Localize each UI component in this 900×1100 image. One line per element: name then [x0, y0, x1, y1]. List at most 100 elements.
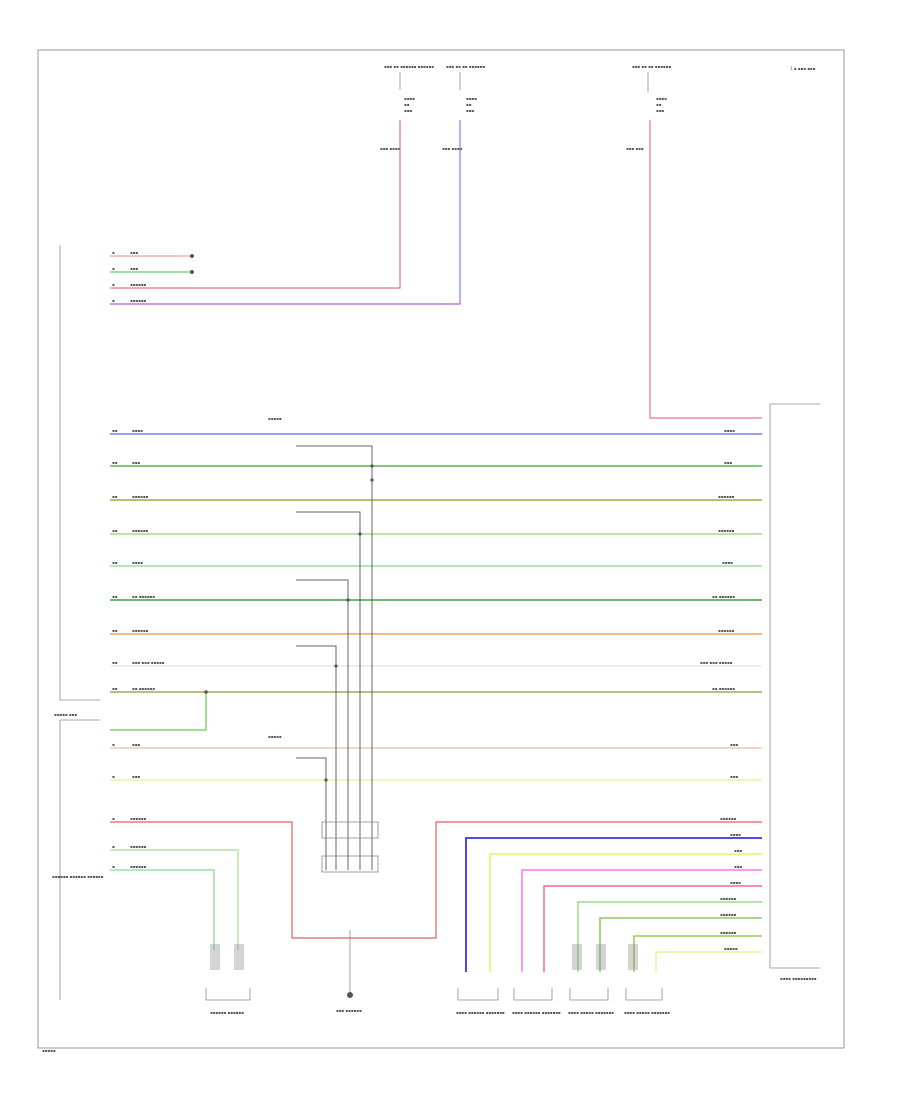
svg-text:▪▪▪▪: ▪▪▪▪ — [730, 832, 741, 837]
svg-text:▪▪▪: ▪▪▪ — [132, 742, 140, 747]
bottom-left-wires: ▪ ▪▪▪▪▪▪ ▪ ▪▪▪▪▪▪ ▪ ▪▪▪▪▪▪ — [110, 816, 762, 950]
svg-text:▪▪: ▪▪ — [112, 560, 118, 565]
main-wire-10: ▪ ▪▪▪ ▪▪▪ — [110, 742, 762, 749]
svg-text:▪▪▪: ▪▪▪ — [730, 742, 738, 747]
speaker-1-label: ▪▪▪▪▪▪ ▪▪▪▪▪▪ — [210, 1010, 244, 1015]
svg-text:▪▪▪▪▪▪: ▪▪▪▪▪▪ — [720, 912, 737, 917]
lower-left-unit-label: ▪▪▪▪▪▪ ▪▪▪▪▪▪ ▪▪▪▪▪▪ — [52, 874, 104, 879]
svg-text:▪▪ ▪▪▪▪▪▪: ▪▪ ▪▪▪▪▪▪ — [132, 686, 155, 691]
main-wire-3: ▪▪ ▪▪▪▪▪▪ ▪▪▪▪▪▪ — [110, 494, 762, 501]
power-source-1-wire: ▪▪▪ ▪▪▪▪ — [380, 146, 401, 151]
diagram-frame — [37, 49, 845, 1049]
left-input-4-name: ▪▪▪▪▪▪ — [130, 298, 147, 303]
power-source-2-term-1: ▪▪▪▪ — [466, 96, 477, 101]
splice-label-1: ▪▪▪▪▪ — [268, 416, 282, 421]
feed-wire-right-pink — [649, 120, 762, 419]
ground-point: ▪▪▪ ▪▪▪▪▪▪ — [336, 930, 362, 1013]
power-source-3-wire: ▪▪▪ ▪▪▪ — [626, 146, 644, 151]
main-wire-9: ▪▪ ▪▪ ▪▪▪▪▪▪ ▪▪ ▪▪▪▪▪▪ — [110, 686, 762, 693]
svg-text:▪▪▪▪▪▪: ▪▪▪▪▪▪ — [718, 528, 735, 533]
power-source-3-term-2: ▪▪ — [656, 102, 662, 107]
svg-text:▪▪▪▪▪▪: ▪▪▪▪▪▪ — [130, 864, 147, 869]
main-wire-group: ▪▪ ▪▪▪▪ ▪▪▪▪ ▪▪ ▪▪▪ ▪▪▪ ▪▪ ▪▪▪▪▪▪ ▪▪▪▪▪▪… — [110, 428, 762, 781]
svg-text:▪▪▪: ▪▪▪ — [734, 864, 742, 869]
svg-text:▪▪▪▪▪▪: ▪▪▪▪▪▪ — [130, 816, 147, 821]
power-source-1-term-2: ▪▪ — [404, 102, 410, 107]
left-input-4-pin: ▪ — [112, 298, 115, 303]
svg-text:▪: ▪ — [112, 774, 115, 779]
svg-text:▪▪▪: ▪▪▪ — [730, 774, 738, 779]
svg-text:▪▪▪▪▪: ▪▪▪▪▪ — [724, 946, 738, 951]
control-unit-label: ▪▪▪▪▪ ▪▪▪ — [54, 712, 77, 717]
svg-text:▪▪ ▪▪▪▪▪▪: ▪▪ ▪▪▪▪▪▪ — [712, 686, 735, 691]
splice-label-2: ▪▪▪▪▪ — [268, 734, 282, 739]
svg-text:▪: ▪ — [112, 864, 115, 869]
svg-text:▪▪▪▪: ▪▪▪▪ — [724, 428, 735, 433]
svg-text:▪▪: ▪▪ — [112, 528, 118, 533]
power-source-1: ▪▪▪ ▪▪ ▪▪▪▪▪▪ ▪▪▪▪▪▪ ▪▪▪▪ ▪▪ ▪▪▪ ▪▪▪ ▪▪▪… — [380, 64, 434, 151]
main-wire-6: ▪▪ ▪▪ ▪▪▪▪▪▪ ▪▪ ▪▪▪▪▪▪ — [110, 594, 762, 601]
svg-text:▪▪ ▪▪▪▪▪▪: ▪▪ ▪▪▪▪▪▪ — [132, 594, 155, 599]
left-inputs: ▪ ▪▪▪ ▪ ▪▪▪ ▪ ▪▪▪▪▪▪ ▪ ▪▪▪▪▪▪ — [110, 250, 194, 303]
shield-nodes — [324, 464, 374, 782]
audio-unit-frame — [769, 403, 820, 969]
left-input-1-pin: ▪ — [112, 250, 115, 255]
main-wire-1: ▪▪ ▪▪▪▪ ▪▪▪▪ — [110, 428, 762, 435]
speaker-4-label: ▪▪▪▪ ▪▪▪▪▪ ▪▪▪▪▪▪▪ — [568, 1010, 614, 1015]
main-wire-8: ▪▪ ▪▪▪ ▪▪▪ ▪▪▪▪▪ ▪▪▪ ▪▪▪ ▪▪▪▪▪ — [110, 660, 762, 667]
power-source-1-term-3: ▪▪▪ — [404, 108, 412, 113]
speaker-5: ▪▪▪▪ ▪▪▪▪▪ ▪▪▪▪▪▪▪ — [624, 944, 670, 1015]
power-source-3-term-3: ▪▪▪ — [656, 108, 664, 113]
svg-text:▪▪: ▪▪ — [112, 628, 118, 633]
svg-text:▪▪▪▪: ▪▪▪▪ — [722, 560, 733, 565]
power-source-2-head: ▪▪▪ ▪▪ ▪▪ ▪▪▪▪▪▪ — [446, 64, 485, 69]
main-wire-5: ▪▪ ▪▪▪▪ ▪▪▪▪ — [110, 560, 762, 567]
main-wire-4: ▪▪ ▪▪▪▪▪▪ ▪▪▪▪▪▪ — [110, 528, 762, 535]
svg-text:▪▪▪ ▪▪▪ ▪▪▪▪▪: ▪▪▪ ▪▪▪ ▪▪▪▪▪ — [700, 660, 733, 665]
left-input-3-pin: ▪ — [112, 282, 115, 287]
speaker-3-label: ▪▪▪▪ ▪▪▪▪▪▪ ▪▪▪▪▪▪▪ — [512, 1010, 561, 1015]
svg-text:▪▪▪▪▪▪: ▪▪▪▪▪▪ — [720, 816, 737, 821]
power-source-3: ▪▪▪ ▪▪ ▪▪ ▪▪▪▪▪▪ ▪▪▪▪ ▪▪ ▪▪▪ ▪▪▪ ▪▪▪ — [626, 64, 671, 151]
svg-text:▪▪▪▪▪▪: ▪▪▪▪▪▪ — [130, 844, 147, 849]
left-input-2-name: ▪▪▪ — [130, 266, 138, 271]
svg-text:▪▪▪▪▪▪: ▪▪▪▪▪▪ — [720, 896, 737, 901]
left-input-3-name: ▪▪▪▪▪▪ — [130, 282, 147, 287]
power-source-2: ▪▪▪ ▪▪ ▪▪ ▪▪▪▪▪▪ ▪▪▪▪ ▪▪ ▪▪▪ ▪▪▪ ▪▪▪▪ — [442, 64, 485, 151]
power-source-3-head: ▪▪▪ ▪▪ ▪▪ ▪▪▪▪▪▪ — [632, 64, 671, 69]
svg-text:▪▪▪▪▪▪: ▪▪▪▪▪▪ — [132, 494, 149, 499]
svg-text:▪▪▪: ▪▪▪ — [132, 774, 140, 779]
svg-text:▪▪: ▪▪ — [112, 460, 118, 465]
svg-text:▪▪▪: ▪▪▪ — [734, 848, 742, 853]
power-source-2-wire: ▪▪▪ ▪▪▪▪ — [442, 146, 463, 151]
right-wire-group: ▪▪▪▪▪▪ ▪▪▪▪ ▪▪▪ ▪▪▪ ▪▪▪▪ ▪▪▪▪▪▪ ▪▪▪▪▪▪ ▪… — [465, 816, 762, 972]
svg-text:▪▪: ▪▪ — [112, 428, 118, 433]
svg-text:▪▪▪▪▪▪: ▪▪▪▪▪▪ — [718, 628, 735, 633]
svg-text:▪▪▪▪: ▪▪▪▪ — [132, 428, 143, 433]
shield-connector — [321, 821, 379, 873]
footer-code: ▪▪▪▪▪ — [42, 1048, 56, 1053]
ground-label: ▪▪▪ ▪▪▪▪▪▪ — [336, 1008, 362, 1013]
power-source-1-term-1: ▪▪▪▪ — [404, 96, 415, 101]
svg-text:▪▪: ▪▪ — [112, 494, 118, 499]
left-input-2-pin: ▪ — [112, 266, 115, 271]
speaker-2: ▪▪▪▪ ▪▪▪▪▪▪ ▪▪▪▪▪▪▪ — [456, 988, 505, 1015]
feed-wire-purple — [110, 300, 461, 305]
speaker-5-label: ▪▪▪▪ ▪▪▪▪▪ ▪▪▪▪▪▪▪ — [624, 1010, 670, 1015]
svg-text:▪▪▪▪: ▪▪▪▪ — [730, 880, 741, 885]
speaker-left-front: ▪▪▪▪▪▪ ▪▪▪▪▪▪ — [205, 944, 251, 1015]
svg-text:▪▪▪▪: ▪▪▪▪ — [132, 560, 143, 565]
svg-text:▪: ▪ — [112, 742, 115, 747]
svg-text:▪▪▪▪▪▪: ▪▪▪▪▪▪ — [718, 494, 735, 499]
svg-text:▪▪: ▪▪ — [112, 594, 118, 599]
shield-wires — [296, 445, 373, 870]
speaker-4: ▪▪▪▪ ▪▪▪▪▪ ▪▪▪▪▪▪▪ — [568, 944, 614, 1015]
diagram-code: 1 ▪ ▪▪▪ ▪▪▪ — [790, 66, 816, 71]
main-wire-7: ▪▪ ▪▪▪▪▪▪ ▪▪▪▪▪▪ — [110, 628, 762, 635]
svg-text:▪▪▪: ▪▪▪ — [132, 460, 140, 465]
power-source-3-term-1: ▪▪▪▪ — [656, 96, 667, 101]
main-wire-2: ▪▪ ▪▪▪ ▪▪▪ — [110, 460, 762, 467]
svg-text:▪▪▪▪▪▪: ▪▪▪▪▪▪ — [132, 528, 149, 533]
speaker-3: ▪▪▪▪ ▪▪▪▪▪▪ ▪▪▪▪▪▪▪ — [512, 988, 561, 1015]
main-wire-11: ▪ ▪▪▪ ▪▪▪ — [110, 774, 762, 781]
